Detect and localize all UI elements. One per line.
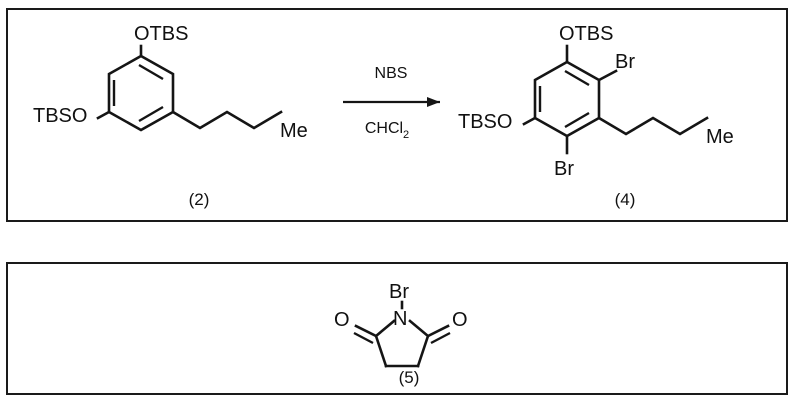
reactant-tbso-label: TBSO <box>33 105 87 127</box>
reactant-me-label: Me <box>280 120 308 142</box>
reactant-structure-2: OTBS TBSO Me (2) <box>33 23 308 209</box>
nbs-right-oxygen-label: O <box>452 309 468 331</box>
solvent-below-arrow-label: CHCl2 <box>365 120 409 141</box>
reactant-ring-double-bond-upper-right <box>138 63 164 81</box>
reaction-arrow-group: NBS CHCl2 <box>343 65 440 141</box>
nbs-br-label: Br <box>389 281 409 303</box>
nbs-compound-number: (5) <box>399 368 420 387</box>
reactant-compound-number: (2) <box>189 190 210 209</box>
product-tbso-bond <box>522 116 537 126</box>
product-compound-number: (4) <box>615 190 636 209</box>
product-otbs-label: OTBS <box>559 23 613 45</box>
product-me-label: Me <box>706 126 734 148</box>
product-br-lower-label: Br <box>554 158 574 180</box>
product-br-upper-bond <box>597 69 618 82</box>
nbs-structure-5: Br N O O (5) <box>334 281 468 387</box>
nbs-left-carbonyl-bond-a <box>354 324 378 338</box>
reaction-scheme-drawing: OTBS TBSO Me (2) NBS <box>33 23 734 209</box>
nbs-left-carbonyl-bond-b <box>353 331 374 345</box>
reagent-structure-drawing: Br N O O (5) <box>334 281 468 387</box>
product-pentyl-chain <box>597 116 709 136</box>
product-tbso-label: TBSO <box>458 111 512 133</box>
reactant-benzene-ring <box>107 54 175 132</box>
product-br-upper-label: Br <box>615 51 635 73</box>
reactant-ring-double-bond-lower-right <box>138 105 164 123</box>
nbs-nitrogen-label: N <box>393 308 407 330</box>
reactant-tbso-bond <box>96 110 111 120</box>
product-ring-double-bond-lower-right <box>564 111 590 129</box>
solvent-subscript: 2 <box>403 129 409 141</box>
product-structure-4: OTBS Br Br TBSO Me (4) <box>458 23 734 209</box>
nbs-ring-bond-cleft-ch2left <box>374 334 388 368</box>
product-ring-double-bond-upper-right <box>564 69 590 87</box>
nbs-ring-bond-n-cleft <box>374 319 396 338</box>
nbs-right-carbonyl-bond-a <box>426 324 450 338</box>
nbs-right-carbonyl-bond-b <box>430 331 451 345</box>
nbs-left-oxygen-label: O <box>334 309 350 331</box>
solvent-main: CHCl <box>365 120 403 137</box>
nbs-ring-bond-n-cright <box>408 319 430 338</box>
reagent-above-arrow-label: NBS <box>375 65 408 82</box>
reactant-pentyl-chain <box>171 110 283 130</box>
reagent-structure-panel: Br N O O (5) <box>6 262 788 395</box>
nbs-ring-bond-cright-ch2right <box>416 334 430 368</box>
reactant-otbs-label: OTBS <box>134 23 188 45</box>
reaction-scheme-panel: OTBS TBSO Me (2) NBS <box>6 8 788 222</box>
reaction-arrow-head <box>427 97 440 107</box>
